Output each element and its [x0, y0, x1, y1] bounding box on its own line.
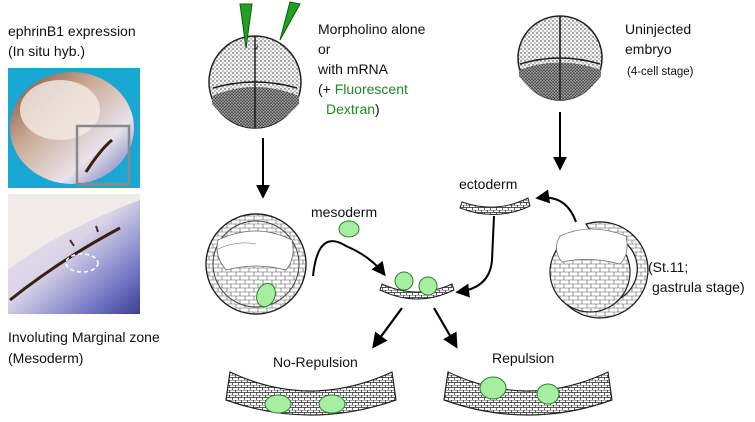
assay-cell-1 [394, 271, 414, 291]
uninjected-embryo [517, 15, 603, 101]
injection-label-line3: with mRNA [318, 61, 389, 77]
repelled-cell-1 [479, 376, 507, 400]
expression-caption: Involuting Marginal zone [8, 329, 160, 345]
arrow-gastrula-to-ectoderm [535, 189, 577, 223]
ectoderm-label: ectoderm [459, 176, 518, 192]
injection-label-prefix: (+ [318, 81, 335, 97]
ectoderm-explant [459, 197, 531, 216]
injected-embryo [208, 35, 302, 129]
injection-label-suffix: ) [375, 101, 380, 117]
mesoderm-label: mesoderm [311, 204, 378, 220]
injection-label-line4: (+ Fluorescent [318, 80, 408, 99]
gastrula-stage-line1: (St.11; [648, 259, 689, 275]
uninjected-gastrula [549, 221, 649, 319]
no-repulsion-label: No-Repulsion [273, 354, 358, 370]
tracer-label-fluorescent: Fluorescent [334, 81, 408, 97]
uninjected-stage: (4-cell stage) [627, 66, 694, 78]
injection-label-line1: Morpholino alone [318, 21, 426, 37]
arrow-to-no-repulsion [372, 307, 403, 349]
expression-title: ephrinB1 expression [8, 23, 136, 39]
in-situ-photo-whole-embryo [8, 68, 140, 188]
uninjected-label-line1: Uninjected [625, 21, 692, 37]
injection-label-line5: Dextran) [326, 100, 380, 119]
mesoderm-explant [338, 220, 360, 238]
assay-ectoderm-sheet [379, 271, 455, 300]
marginal-zone-outline [65, 253, 99, 273]
repulsion-label: Repulsion [492, 350, 555, 366]
integrated-cell-1 [264, 394, 292, 414]
injection-needles [239, 1, 301, 49]
labelled-mesoderm-cells [256, 282, 276, 308]
in-situ-photo-zoom [8, 194, 140, 314]
zoom-box [75, 124, 131, 186]
injection-label-line2: or [318, 41, 331, 57]
repelled-cell-2 [536, 383, 560, 405]
arrow-mesoderm-to-assay [312, 240, 386, 277]
arrow-to-repulsion [433, 307, 458, 349]
injected-gastrula [205, 213, 307, 315]
tracer-label-dextran: Dextran [326, 101, 376, 117]
expression-caption-tissue: (Mesoderm) [8, 350, 84, 366]
gastrula-stage-line2: gastrula stage) [652, 279, 745, 295]
expression-method: (In situ hyb.) [8, 43, 86, 59]
assay-cell-2 [418, 276, 438, 296]
repulsion-result [443, 371, 613, 416]
uninjected-label-line2: embryo [625, 41, 672, 57]
arrow-ectoderm-to-assay [455, 215, 495, 298]
no-repulsion-result [225, 371, 397, 416]
integrated-cell-2 [318, 394, 346, 414]
